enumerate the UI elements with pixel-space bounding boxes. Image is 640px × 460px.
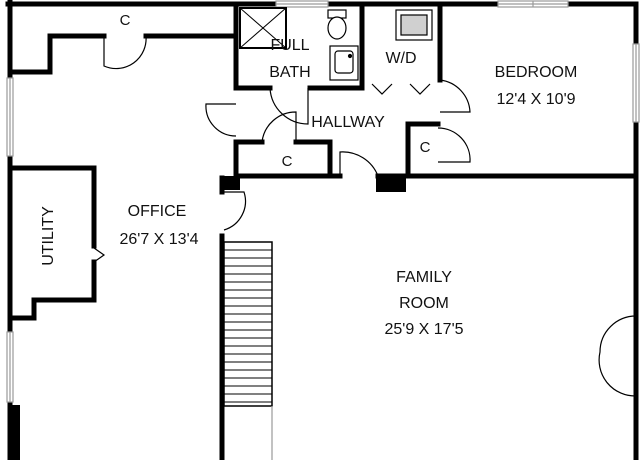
family-room-dims-label: 25'9 X 17'5: [384, 321, 463, 338]
doors: [93, 35, 637, 397]
toilet-icon: [327, 9, 347, 40]
laundry-label: W/D: [385, 50, 416, 67]
wall-blocks: [8, 176, 406, 460]
utility-label: UTILITY: [40, 206, 57, 266]
closet-top-label: C: [120, 12, 131, 29]
full-bath-label-line1: FULL: [270, 37, 309, 54]
stairs: [223, 241, 273, 460]
sink-icon: [329, 45, 359, 81]
windows: [6, 0, 640, 403]
full-bath-label-line2: BATH: [269, 64, 310, 81]
family-room-label-line2: ROOM: [399, 295, 449, 312]
hallway-label: HALLWAY: [311, 114, 385, 131]
closet-bedroom-label: C: [420, 139, 431, 156]
office-name-label: OFFICE: [128, 203, 187, 220]
interior-walls: [7, 1, 639, 460]
room-labels: C FULL BATH W/D BEDROOM 12'4 X 10'9 HALL…: [40, 12, 577, 338]
fixtures: [327, 9, 433, 81]
bedroom-dims-label: 12'4 X 10'9: [496, 91, 575, 108]
family-room-label-line1: FAMILY: [396, 269, 452, 286]
bedroom-name-label: BEDROOM: [495, 64, 578, 81]
washer-dryer-icon: [395, 9, 433, 41]
closet-hall-label: C: [282, 153, 293, 170]
office-dims-label: 26'7 X 13'4: [119, 231, 198, 248]
